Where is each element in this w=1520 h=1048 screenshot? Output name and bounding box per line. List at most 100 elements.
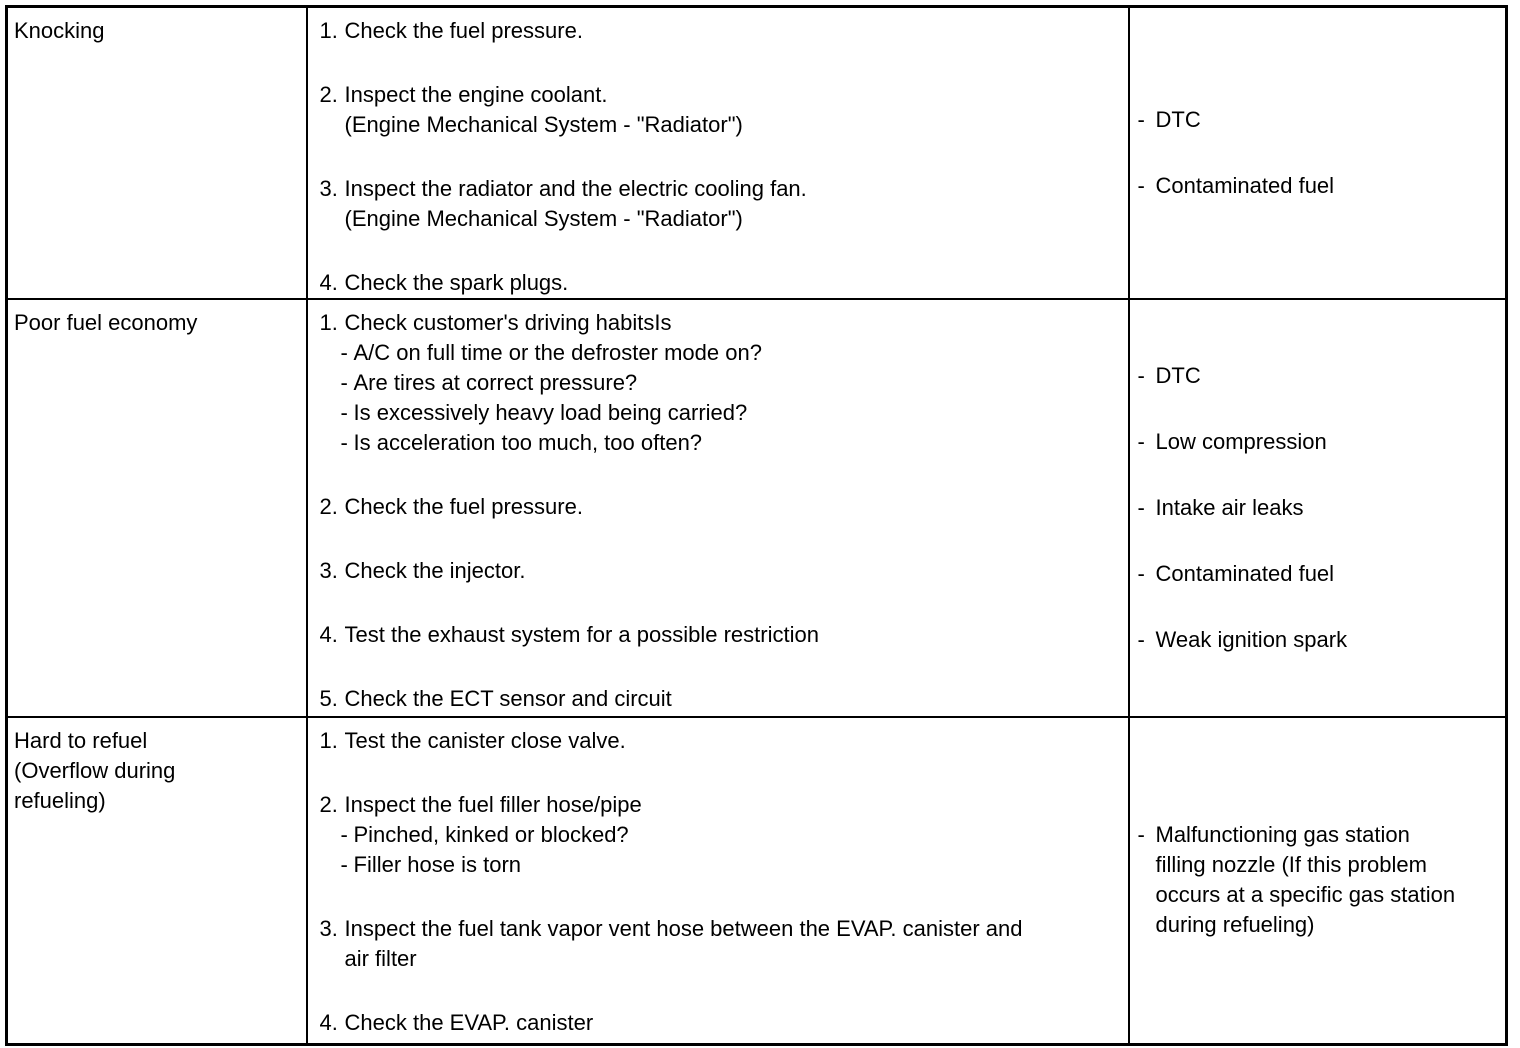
possible-cause-line: Intake air leaks	[1155, 495, 1304, 520]
possible-cause-line: Contaminated fuel	[1155, 561, 1335, 586]
step-text-line: Check the fuel pressure.	[344, 494, 583, 519]
possible-cause-line: DTC	[1155, 107, 1201, 132]
step-sub-item-text: Filler hose is torn	[353, 852, 522, 877]
symptom-line: Poor fuel economy	[14, 310, 198, 335]
step-number: 1.	[319, 728, 338, 753]
step-number: 2.	[319, 82, 338, 107]
step-number: 4.	[319, 270, 338, 295]
step-sub-item: -Is excessively heavy load being carried…	[341, 398, 1120, 428]
dash-bullet: -	[1137, 561, 1145, 586]
procedure-step: 2.Inspect the engine coolant. (Engine Mec…	[320, 80, 1120, 140]
symptom-line: refueling)	[14, 788, 106, 813]
step-number: 1.	[319, 18, 338, 43]
step-text-line: Check customer's driving habitsIs	[344, 310, 672, 335]
step-text-line: Check the fuel pressure.	[344, 18, 583, 43]
step-sub-item: -Is acceleration too much, too often?	[341, 428, 1120, 458]
symptom-line: Hard to refuel	[14, 728, 148, 753]
dash-bullet: -	[1137, 429, 1145, 454]
step-text-line: Check the ECT sensor and circuit	[344, 686, 672, 711]
possible-cause: -Contaminated fuel	[1138, 559, 1500, 589]
dash-bullet: -	[1137, 173, 1145, 198]
possible-causes-cell: -DTC-Contaminated fuel	[1127, 5, 1508, 300]
possible-cause-line: Weak ignition spark	[1155, 627, 1348, 652]
step-text-line: Check the spark plugs.	[344, 270, 569, 295]
procedure-step: 3.Inspect the radiator and the electric …	[320, 174, 1120, 234]
dash-bullet: -	[340, 430, 348, 455]
procedure-step: 2.Check the fuel pressure.	[320, 492, 1120, 522]
possible-cause-line: occurs at a specific gas station	[1155, 882, 1456, 908]
possible-cause: -Weak ignition spark	[1138, 625, 1500, 655]
possible-cause-line: DTC	[1155, 363, 1201, 388]
possible-cause-line: Contaminated fuel	[1155, 173, 1335, 198]
step-number: 3.	[319, 558, 338, 583]
dash-bullet: -	[340, 370, 348, 395]
dash-bullet: -	[1137, 363, 1145, 388]
dash-bullet: -	[1137, 107, 1145, 132]
possible-cause-line: filling nozzle (If this problem	[1155, 852, 1427, 878]
step-sub-item-text: Is excessively heavy load being carried?	[353, 400, 748, 425]
dash-bullet: -	[1137, 495, 1145, 520]
dash-bullet: -	[1137, 822, 1145, 848]
dash-bullet: -	[340, 822, 348, 847]
possible-cause: -Contaminated fuel	[1138, 171, 1500, 201]
step-number: 5.	[319, 686, 338, 711]
step-text-line: Test the canister close valve.	[344, 728, 626, 753]
step-text-line: Inspect the radiator and the electric co…	[344, 176, 807, 201]
dash-bullet: -	[340, 852, 348, 877]
procedure-step: 5.Check the ECT sensor and circuit	[320, 684, 1120, 714]
possible-causes-cell: -DTC-Low compression-Intake air leaks-Co…	[1127, 298, 1508, 718]
dash-bullet: -	[340, 340, 348, 365]
procedure-step: 3.Inspect the fuel tank vapor vent hose …	[320, 914, 1120, 974]
procedure-step: 1.Check customer's driving habitsIs-A/C …	[320, 308, 1120, 458]
dash-bullet: -	[340, 400, 348, 425]
procedure-step: 4.Test the exhaust system for a possible…	[320, 620, 1120, 650]
procedure-step: 1.Check the fuel pressure.	[320, 16, 1120, 46]
step-sub-item-text: Is acceleration too much, too often?	[353, 430, 703, 455]
procedure-step: 3.Check the injector.	[320, 556, 1120, 586]
step-text-line: air filter	[344, 946, 417, 971]
symptom-cell: Hard to refuel (Overflow during refueling)	[5, 716, 308, 1045]
step-sub-item-text: A/C on full time or the defroster mode o…	[353, 340, 762, 365]
possible-cause: -Intake air leaks	[1138, 493, 1500, 523]
step-text-line: Check the EVAP. canister	[344, 1010, 594, 1035]
step-sub-item: -Pinched, kinked or blocked?	[341, 820, 1120, 850]
step-number: 4.	[319, 1010, 338, 1035]
step-sub-item: -Are tires at correct pressure?	[341, 368, 1120, 398]
step-sub-item-text: Pinched, kinked or blocked?	[353, 822, 629, 847]
step-text-line: Inspect the fuel tank vapor vent hose be…	[344, 916, 1023, 941]
step-text-line: Test the exhaust system for a possible r…	[344, 622, 819, 647]
dash-bullet: -	[1137, 627, 1145, 652]
procedure-step: 4.Check the EVAP. canister	[320, 1008, 1120, 1038]
possible-causes-cell: -Malfunctioning gas station filling nozzl…	[1127, 716, 1508, 1045]
step-number: 3.	[319, 916, 338, 941]
step-sub-item: -A/C on full time or the defroster mode …	[341, 338, 1120, 368]
procedure-step: 4.Check the spark plugs.	[319, 268, 1120, 297]
symptom-line: Knocking	[14, 18, 105, 43]
step-text-line: (Engine Mechanical System - "Radiator")	[344, 206, 743, 231]
step-number: 2.	[319, 494, 338, 519]
inspection-steps-cell: 1.Test the canister close valve.2.Inspec…	[305, 716, 1130, 1045]
symptom-cell: Poor fuel economy	[5, 298, 308, 718]
possible-cause: -DTC	[1138, 361, 1500, 391]
inspection-steps-cell: 1.Check customer's driving habitsIs-A/C …	[305, 298, 1130, 718]
step-number: 2.	[319, 792, 338, 817]
step-sub-item-text: Are tires at correct pressure?	[353, 370, 638, 395]
procedure-step: 2.Inspect the fuel filler hose/pipe-Pinc…	[320, 790, 1120, 880]
step-text-line: Check the injector.	[344, 558, 526, 583]
possible-cause: -Malfunctioning gas station filling nozzl…	[1138, 820, 1500, 940]
inspection-steps-cell: 1.Check the fuel pressure.2.Inspect the …	[305, 5, 1130, 300]
possible-cause: -Low compression	[1138, 427, 1500, 457]
procedure-step: 1.Test the canister close valve.	[320, 726, 1120, 756]
step-number: 4.	[319, 622, 338, 647]
step-text-line: (Engine Mechanical System - "Radiator")	[344, 112, 743, 137]
possible-cause-line: during refueling)	[1155, 912, 1315, 938]
possible-cause-line: Malfunctioning gas station	[1155, 822, 1410, 848]
table-row: Hard to refuel (Overflow during refueling)…	[5, 716, 1508, 1045]
symptom-line: (Overflow during	[14, 758, 176, 783]
symptom-cell: Knocking	[5, 5, 308, 300]
step-text-line: Inspect the engine coolant.	[344, 82, 608, 107]
step-sub-item: -Filler hose is torn	[341, 850, 1120, 880]
